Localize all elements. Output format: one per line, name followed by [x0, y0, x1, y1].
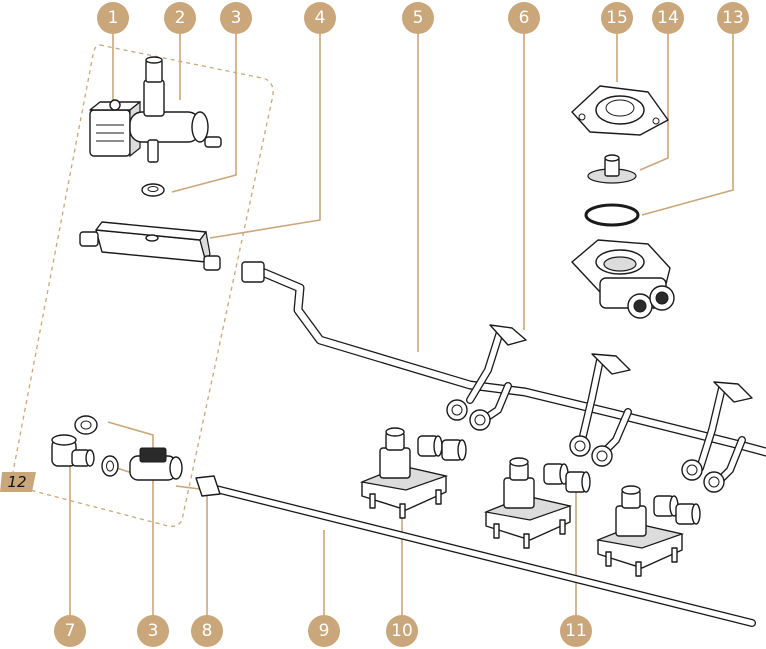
callout-14: 14: [652, 2, 684, 34]
callout-15: 15: [601, 2, 633, 34]
callout-13: 13: [717, 2, 749, 34]
group-12-tag: 12: [0, 472, 36, 492]
ball-valve: [129, 447, 183, 481]
fittings-group-2: [543, 463, 591, 493]
callout-11-label: 11: [565, 621, 587, 641]
fittings-group-1: [417, 435, 467, 461]
solenoid-valve-1: [359, 427, 449, 519]
callout-7-label: 7: [65, 621, 76, 641]
callout-11: 11: [560, 615, 592, 647]
callout-10: 10: [386, 615, 418, 647]
callout-8: 8: [191, 615, 223, 647]
nut-bottom-b: [101, 455, 119, 477]
callout-1: 1: [97, 2, 129, 34]
solenoid-valve-2: [483, 457, 573, 549]
callout-2: 2: [164, 2, 196, 34]
solenoid-valve-3: [595, 485, 685, 577]
elbow-fitting: [51, 434, 95, 467]
callout-3-bottom-label: 3: [148, 621, 159, 641]
callout-badges: 1 2 3 4 5 6 15 14 13 7 3 8 9 10 11: [54, 2, 749, 647]
callout-7: 7: [54, 615, 86, 647]
callout-14-label: 14: [657, 8, 679, 28]
pump-housing: [571, 239, 675, 319]
callout-10-label: 10: [391, 621, 413, 641]
callout-13-label: 13: [722, 8, 744, 28]
long-tube: [195, 475, 756, 627]
fittings-group-3: [653, 495, 701, 525]
callout-6: 6: [508, 2, 540, 34]
callout-3-top-label: 3: [231, 8, 242, 28]
callout-8-label: 8: [202, 621, 213, 641]
o-ring: [584, 203, 640, 227]
callout-9-label: 9: [319, 621, 330, 641]
callout-15-label: 15: [606, 8, 628, 28]
callout-5: 5: [402, 2, 434, 34]
flange-cap: [571, 85, 669, 136]
solenoid-valve-assembly: [89, 56, 222, 163]
distributor-block: [79, 221, 221, 271]
callout-1-label: 1: [108, 8, 119, 28]
callout-9: 9: [308, 615, 340, 647]
callout-6-label: 6: [519, 8, 530, 28]
callout-4-label: 4: [315, 8, 326, 28]
impeller: [587, 154, 637, 184]
nut-top: [141, 183, 165, 197]
callout-5-label: 5: [413, 8, 424, 28]
nut-bottom-a: [74, 415, 98, 435]
callout-3-top: 3: [220, 2, 252, 34]
callout-4: 4: [304, 2, 336, 34]
group-12-boundary: [11, 44, 274, 528]
group-12-label: 12: [7, 473, 26, 491]
callout-3-bottom: 3: [137, 615, 169, 647]
manifold-pipe: [241, 261, 766, 493]
callout-2-label: 2: [175, 8, 186, 28]
